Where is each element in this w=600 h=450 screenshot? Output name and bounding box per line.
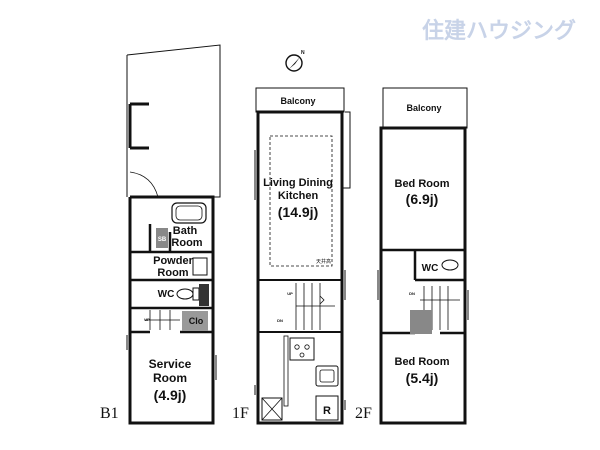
ldk-label-1: Living Dining <box>263 177 333 189</box>
ceiling-height-note: 天井高 <box>316 258 331 265</box>
floor-b1 <box>126 44 221 425</box>
f1-balcony-label: Balcony <box>280 96 315 106</box>
floor-1f <box>254 87 351 425</box>
bath-room-label-2: Room <box>171 237 202 249</box>
f1-dn-label: DN <box>277 318 283 323</box>
clo-label: Clo <box>189 316 204 326</box>
b1-wc-label: WC <box>158 289 175 300</box>
bed-room-2-size: (5.4j) <box>406 370 439 386</box>
floor-2f <box>377 87 469 425</box>
floor-label-2f: 2F <box>355 405 372 422</box>
service-room-label-1: Service <box>149 357 192 371</box>
f2-wc-label: WC <box>422 263 439 274</box>
powder-room-label-1: Powder <box>153 255 193 267</box>
bath-room-label-1: Bath <box>173 225 198 237</box>
f1-up-label: UP <box>287 291 293 296</box>
f2-dn-label: DN <box>409 291 415 296</box>
svg-text:N: N <box>301 50 305 56</box>
floor-label-b1: B1 <box>100 405 119 422</box>
sb-label: SB <box>158 237 167 243</box>
powder-room-label-2: Room <box>157 267 188 279</box>
floor-label-1f: 1F <box>232 405 249 422</box>
bed-room-1-size: (6.9j) <box>406 191 439 207</box>
bed-room-1-label: Bed Room <box>395 178 450 190</box>
b1-up-label: UP <box>144 317 150 322</box>
brand-logo: 住建ハウジング <box>422 18 576 44</box>
service-room-size: (4.9j) <box>154 387 187 403</box>
bed-room-2-label: Bed Room <box>395 356 450 368</box>
fridge-label: R <box>323 405 331 417</box>
service-room-label-2: Room <box>153 371 187 385</box>
ldk-size: (14.9j) <box>278 204 318 220</box>
f2-balcony-label: Balcony <box>406 103 441 113</box>
ldk-label-2: Kitchen <box>278 190 319 202</box>
compass-icon: N <box>285 50 305 72</box>
